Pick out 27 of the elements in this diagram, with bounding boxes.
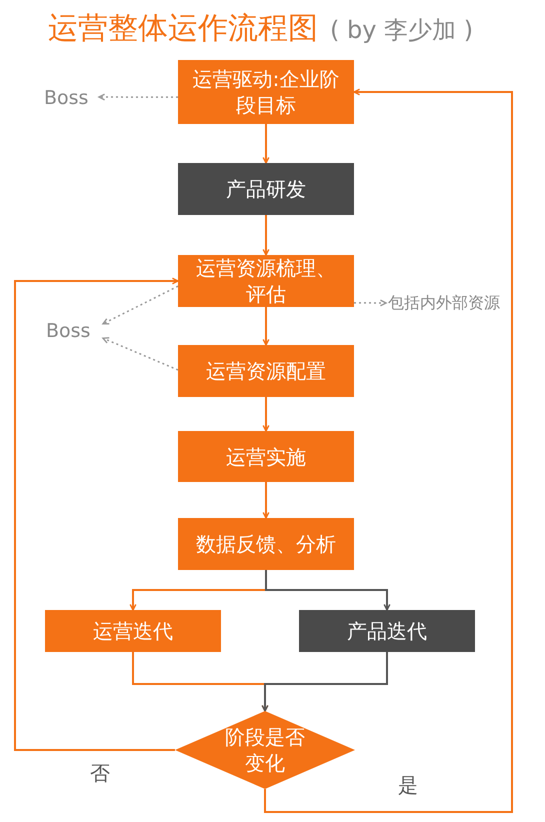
dotted-arrow: [98, 94, 178, 101]
arrow: [262, 215, 270, 256]
arrow: [14, 278, 179, 751]
author-byline: ( by 李少加 ): [330, 15, 474, 46]
process-box: 运营实施: [178, 431, 354, 482]
process-box: 产品迭代: [299, 610, 475, 652]
process-box: 数据反馈、分析: [178, 518, 354, 570]
note-text: 包括内外部资源: [388, 291, 503, 315]
arrow: [262, 652, 388, 712]
process-box: 运营资源配置: [178, 345, 354, 397]
decision-diamond: 阶段是否变化: [175, 711, 355, 789]
arrow: [265, 570, 390, 611]
process-box: 运营驱动:企业阶段目标: [178, 60, 354, 124]
dotted-arrow: [354, 299, 387, 306]
dotted-arrow: [102, 286, 178, 324]
arrow: [262, 124, 270, 164]
arrow: [262, 482, 270, 519]
process-box: 运营迭代: [45, 610, 221, 652]
arrow: [264, 88, 513, 813]
process-box: 运营资源梳理、评估: [178, 255, 354, 307]
process-box: 产品研发: [178, 163, 354, 215]
dotted-arrow: [102, 337, 178, 371]
arrow: [262, 397, 270, 432]
title: 运营整体运作流程图: [48, 10, 318, 48]
note-text: Boss: [46, 319, 100, 343]
arrow: [262, 307, 270, 346]
note-text: Boss: [44, 86, 96, 110]
